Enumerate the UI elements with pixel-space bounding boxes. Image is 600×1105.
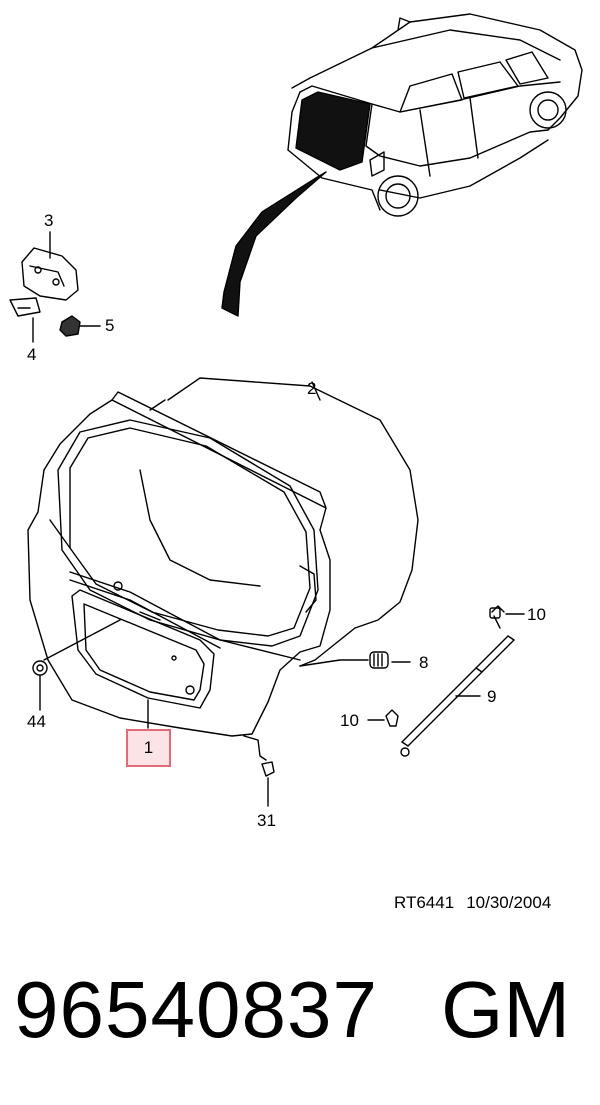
callout-5: 5 — [105, 316, 115, 335]
brand-name: GM — [441, 965, 570, 1054]
callout-31: 31 — [257, 811, 276, 830]
callout-9: 9 — [487, 687, 497, 706]
callout-10-upper: 10 — [527, 605, 546, 624]
weatherstrip — [149, 377, 419, 667]
callout-3: 3 — [44, 211, 54, 230]
diagram-reference: RT6441 10/30/2004 — [394, 893, 551, 913]
pointer-wedge — [221, 171, 327, 317]
hinge-assembly — [9, 231, 101, 343]
tailgate-panel — [27, 391, 331, 737]
bracket-31 — [243, 735, 275, 807]
callout-8: 8 — [419, 653, 429, 672]
reference-date: 10/30/2004 — [466, 893, 552, 912]
highlighted-callout-1: 1 — [126, 729, 171, 767]
bumper-44 — [32, 660, 48, 711]
callout-44: 44 — [27, 712, 46, 731]
clip-10-upper — [491, 605, 525, 615]
clip-10-lower — [367, 709, 399, 727]
gas-strut-9 — [400, 607, 515, 757]
stopper-8 — [299, 651, 411, 669]
car-illustration — [287, 13, 583, 217]
callout-4: 4 — [27, 345, 37, 364]
callout-10-lower: 10 — [340, 711, 359, 730]
callout-1: 1 — [143, 738, 154, 757]
callout-2: 2 — [307, 379, 317, 398]
part-number: 96540837 — [14, 965, 378, 1054]
reference-code: RT6441 — [394, 893, 455, 912]
footer: 96540837 GM — [14, 965, 586, 1055]
exploded-parts-diagram — [9, 13, 583, 807]
